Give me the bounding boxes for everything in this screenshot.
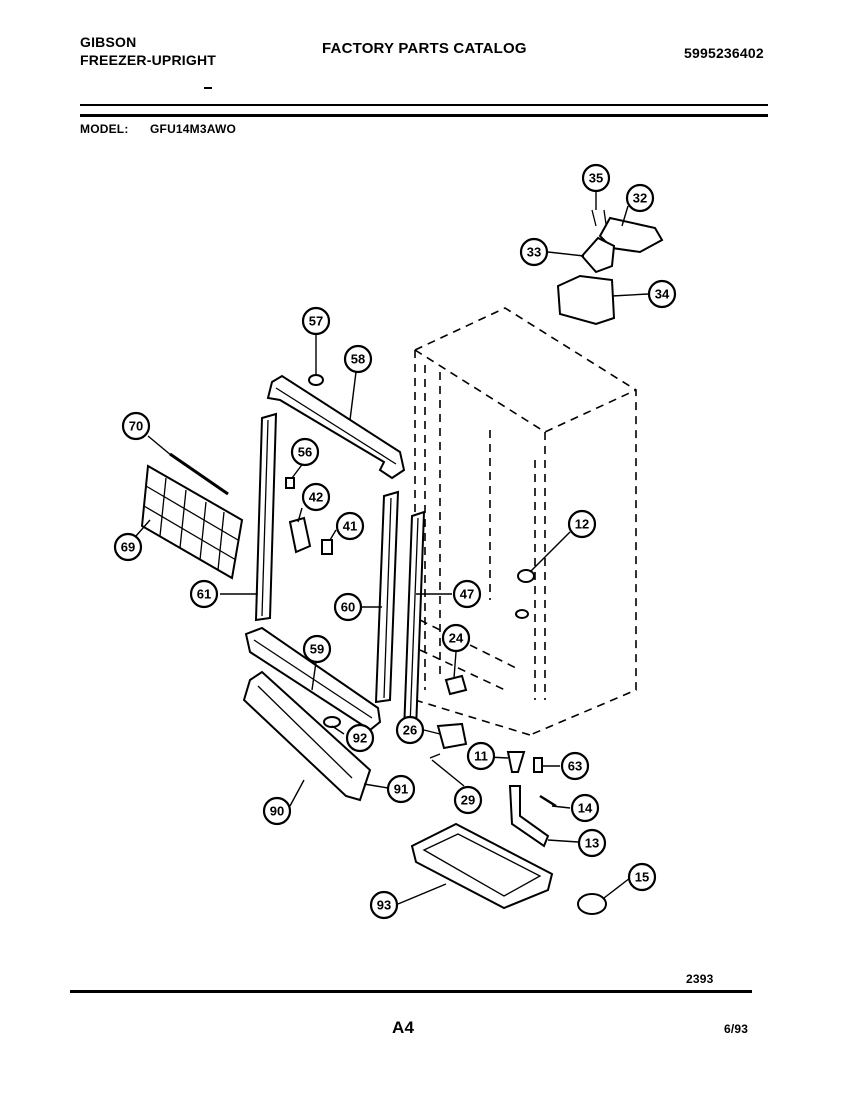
diagram-number: 2393 xyxy=(686,972,714,986)
svg-text:41: 41 xyxy=(343,519,357,534)
callout-32: 32 xyxy=(625,183,655,213)
model-value: GFU14M3AWO xyxy=(150,122,237,136)
door-gasket-left xyxy=(254,412,278,622)
svg-text:59: 59 xyxy=(310,642,324,657)
leader-lines xyxy=(135,190,649,905)
svg-text:14: 14 xyxy=(578,801,593,816)
header-rule-thin xyxy=(80,104,768,106)
callout-41: 41 xyxy=(335,511,365,541)
door-gasket-top xyxy=(266,374,406,480)
top-hinge-assembly xyxy=(556,209,664,326)
callout-92: 92 xyxy=(345,723,375,753)
callout-47: 47 xyxy=(452,579,482,609)
callout-63: 63 xyxy=(560,751,590,781)
door-shelf-basket xyxy=(140,452,244,580)
svg-text:35: 35 xyxy=(589,171,603,186)
page-number: A4 xyxy=(392,1018,415,1037)
svg-text:56: 56 xyxy=(298,445,312,460)
door-liner-strip xyxy=(402,510,426,734)
svg-text:11: 11 xyxy=(474,749,488,764)
svg-text:57: 57 xyxy=(309,314,323,329)
svg-text:70: 70 xyxy=(129,419,143,434)
svg-text:24: 24 xyxy=(449,631,464,646)
callout-60: 60 xyxy=(333,592,363,622)
callout-12: 12 xyxy=(567,509,597,539)
callout-61: 61 xyxy=(189,579,219,609)
model-label: MODEL: xyxy=(80,122,129,136)
svg-text:60: 60 xyxy=(341,600,355,615)
kick-plate-frame xyxy=(242,670,372,802)
svg-text:42: 42 xyxy=(309,490,323,505)
svg-text:93: 93 xyxy=(377,898,391,913)
header-rule-thick xyxy=(80,114,768,117)
svg-text:58: 58 xyxy=(351,352,365,367)
callout-91: 91 xyxy=(386,774,416,804)
drain-components xyxy=(410,569,607,915)
callout-69: 69 xyxy=(113,532,143,562)
callout-42: 42 xyxy=(301,482,331,512)
footer-rule xyxy=(70,990,752,993)
callout-11: 11 xyxy=(466,741,496,771)
header-tick xyxy=(204,87,212,89)
svg-text:26: 26 xyxy=(403,723,417,738)
svg-text:63: 63 xyxy=(568,759,582,774)
callout-33: 33 xyxy=(519,237,549,267)
product-category: FREEZER-UPRIGHT xyxy=(80,52,216,68)
callout-29: 29 xyxy=(453,785,483,815)
svg-text:47: 47 xyxy=(460,587,474,602)
callout-57: 57 xyxy=(301,306,331,336)
callout-90: 90 xyxy=(262,796,292,826)
svg-text:12: 12 xyxy=(575,517,589,532)
cabinet-outline xyxy=(414,307,637,736)
callout-24: 24 xyxy=(441,623,471,653)
callout-15: 15 xyxy=(627,862,657,892)
svg-text:33: 33 xyxy=(527,245,541,260)
callout-14: 14 xyxy=(570,793,600,823)
door-gasket-right xyxy=(374,490,400,704)
catalog-number: 5995236402 xyxy=(684,45,764,61)
svg-text:69: 69 xyxy=(121,540,135,555)
svg-text:61: 61 xyxy=(197,587,211,602)
svg-text:29: 29 xyxy=(461,793,475,808)
catalog-title: FACTORY PARTS CATALOG xyxy=(322,40,527,57)
callout-93: 93 xyxy=(369,890,399,920)
callout-70: 70 xyxy=(121,411,151,441)
callout-58: 58 xyxy=(343,344,373,374)
svg-text:91: 91 xyxy=(394,782,408,797)
print-date: 6/93 xyxy=(724,1022,749,1036)
svg-text:15: 15 xyxy=(635,870,649,885)
svg-text:32: 32 xyxy=(633,191,647,206)
small-hardware xyxy=(285,374,333,555)
svg-text:13: 13 xyxy=(585,836,599,851)
callout-59: 59 xyxy=(302,634,332,664)
callout-26: 26 xyxy=(395,715,425,745)
svg-text:34: 34 xyxy=(655,287,670,302)
svg-text:90: 90 xyxy=(270,804,284,819)
svg-text:92: 92 xyxy=(353,731,367,746)
brand-name: GIBSON xyxy=(80,34,137,50)
callout-35: 35 xyxy=(581,163,611,193)
callout-34: 34 xyxy=(647,279,677,309)
callout-13: 13 xyxy=(577,828,607,858)
callout-56: 56 xyxy=(290,437,320,467)
